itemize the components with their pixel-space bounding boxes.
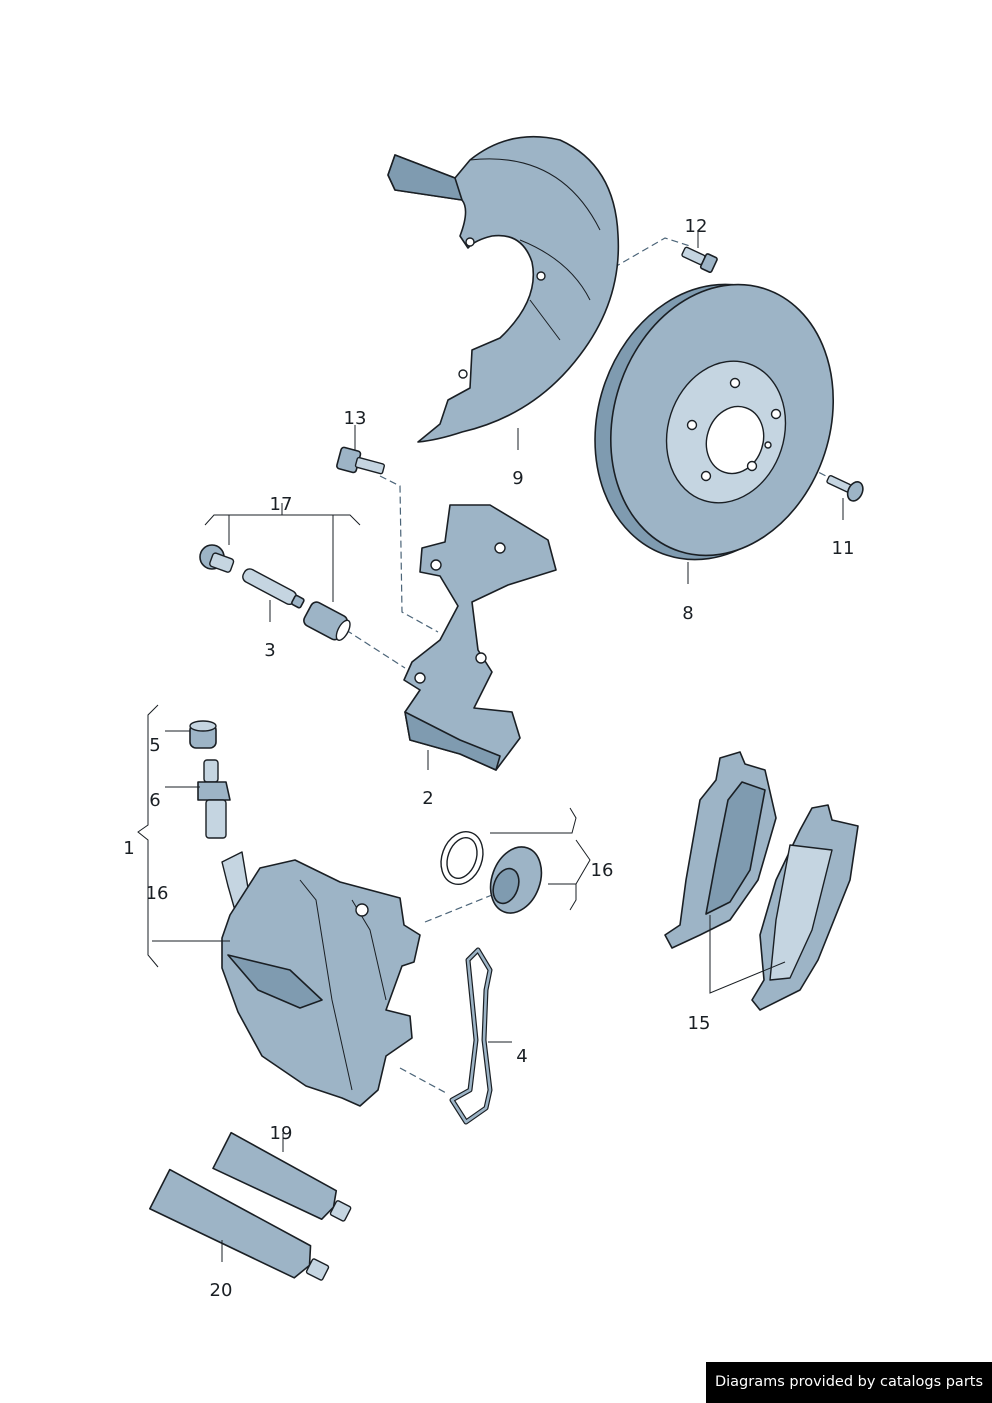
- bolt-12: [681, 246, 718, 273]
- label-13: 13: [344, 408, 367, 429]
- dust-cap-5: [189, 720, 217, 749]
- grease-tube-20: [149, 1168, 330, 1281]
- caliper-carrier: [403, 504, 557, 771]
- brake-caliper: [221, 851, 421, 1107]
- screw-11: [826, 475, 864, 502]
- label-15: 15: [688, 1013, 711, 1034]
- bracket-16-right: [490, 807, 591, 911]
- splash-shield: [387, 135, 620, 443]
- leader-15: [709, 915, 786, 994]
- label-20: 20: [210, 1280, 233, 1301]
- brake-pads: [664, 751, 859, 1011]
- guide-pin-3: [242, 568, 305, 609]
- label-16-right: 16: [591, 860, 614, 881]
- label-19: 19: [270, 1123, 293, 1144]
- grease-tube-19: [212, 1131, 352, 1222]
- piston: [489, 846, 543, 914]
- label-16-left: 16: [146, 883, 169, 904]
- brake-disc: [594, 283, 835, 561]
- bracket-17: [204, 503, 361, 602]
- label-1: 1: [123, 838, 134, 859]
- label-9: 9: [512, 468, 523, 489]
- bleeder-valve-6: [197, 759, 231, 839]
- credit-banner: Diagrams provided by catalogs parts: [706, 1362, 992, 1403]
- label-4: 4: [516, 1046, 527, 1067]
- label-2: 2: [422, 788, 433, 809]
- label-12: 12: [685, 216, 708, 237]
- label-6: 6: [149, 790, 160, 811]
- spring-clip-4: [449, 947, 493, 1125]
- cap-17: [199, 544, 235, 573]
- bolt-13: [336, 446, 385, 475]
- label-11: 11: [832, 538, 855, 559]
- seal-ring: [440, 831, 484, 885]
- label-8: 8: [682, 603, 693, 624]
- label-3: 3: [264, 640, 275, 661]
- label-17: 17: [270, 494, 293, 515]
- bracket-1: [137, 704, 159, 968]
- label-5: 5: [149, 735, 160, 756]
- bushing-17: [303, 601, 351, 641]
